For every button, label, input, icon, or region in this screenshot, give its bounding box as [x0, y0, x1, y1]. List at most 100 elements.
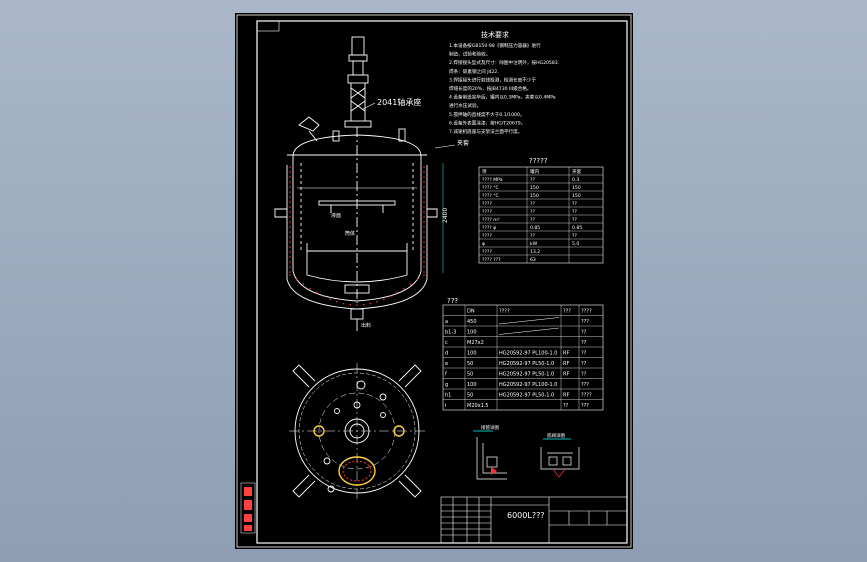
hatch-dot — [289, 191, 291, 193]
nozzle-table-cell: RF — [563, 372, 569, 378]
spec-table-title: ????? — [529, 157, 548, 165]
hatch-dot — [423, 271, 425, 273]
tech-line: 7.减速机底座与支架法兰面平行度。 — [449, 128, 522, 135]
spec-table-cell: 150 — [530, 185, 539, 191]
hatch-dot — [316, 291, 318, 294]
nozzle-table-cell: d — [445, 351, 448, 357]
tech-line: 3.焊接接头进行射线检测，检测长度不少于 — [449, 76, 536, 83]
spec-table-cell: ???? ??? — [482, 257, 501, 263]
jacket-hatch — [289, 166, 425, 306]
nozzle-table-cell: HG20592-97 PL100-1.0 — [499, 382, 557, 388]
spec-table-cell: ?? — [530, 201, 535, 207]
nozzle-table-cell: ???? — [499, 309, 510, 315]
hatch-dot — [416, 278, 419, 281]
hatch-dot — [423, 266, 425, 268]
hatch-dot — [369, 302, 372, 305]
hatch-dot — [409, 283, 412, 286]
nozzle-table-cell: ??? — [581, 403, 589, 409]
nozzle-table-cell: 50 — [467, 372, 473, 378]
spec-table-cell: ???? °C — [482, 185, 499, 191]
tech-line: 焊条：碳素钢之间 J422. — [449, 68, 499, 75]
hatch-dot — [289, 226, 291, 228]
hatch-dot — [362, 303, 365, 306]
hatch-dot — [289, 246, 291, 248]
cad-drawing: 2041轴承座 夹套 液面 筒体 2400 出料 — [236, 14, 632, 548]
hatch-dot — [302, 283, 305, 286]
hatch-dot — [423, 216, 425, 218]
hatch-dot — [289, 241, 291, 243]
nozzle-table-cell: RF — [563, 351, 569, 357]
detail-a — [473, 430, 507, 480]
nozzle-table-cell: ??? — [563, 309, 571, 315]
tech-line: 焊缝长度的20%，按JB4730 III级合格。 — [449, 85, 531, 92]
spec-table-cell: ?? — [530, 217, 535, 223]
spec-table-cell: 0.85 — [530, 225, 540, 231]
hatch-dot — [289, 274, 291, 276]
hatch-dot — [423, 176, 425, 178]
spec-table-cell: 0.3 — [572, 177, 579, 183]
nozzle-table-cell: M27x2 — [467, 340, 484, 346]
hatch-dot — [289, 176, 291, 178]
liquid-label: 液面 — [331, 212, 341, 219]
hatch-dot — [403, 287, 405, 290]
hatch-dot — [423, 196, 425, 198]
detail-b — [540, 438, 580, 478]
hatch-dot — [289, 251, 291, 253]
hatch-dot — [289, 181, 291, 183]
hatch-dot — [423, 191, 425, 193]
tech-line: 1.本设备按GB150-98《钢制压力容器》进行 — [449, 42, 541, 49]
hatch-dot — [349, 303, 352, 306]
nozzle-table-cell: ?? — [563, 403, 569, 409]
spec-table-cell: 5.0 — [572, 241, 579, 247]
hatch-dot — [329, 298, 331, 301]
spec-table-cell: 夹套 — [572, 168, 582, 175]
hatch-dot — [383, 298, 385, 301]
nozzle-table-cell: DN — [467, 309, 475, 315]
nozzle-table-cell: ???? — [581, 309, 592, 315]
hatch-dot — [423, 181, 425, 183]
nozzle-table-cell: h1 — [445, 393, 451, 399]
hatch-dot — [389, 295, 392, 298]
nozzle-table-cell: 100 — [467, 351, 477, 357]
hatch-dot — [423, 211, 425, 213]
hatch-dot — [289, 231, 291, 233]
nozzle-table-cell: ?? — [581, 361, 587, 367]
tech-line: 5.搅拌轴的直线度不大于0.1/1000。 — [449, 111, 524, 118]
hatch-dot — [423, 201, 425, 203]
hatch-dot — [289, 256, 291, 258]
hatch-dot — [289, 196, 291, 198]
tech-line: 制造、试验和验收。 — [449, 51, 490, 58]
hatch-dot — [289, 201, 291, 203]
nozzle-table-cell: i — [445, 403, 446, 409]
hatch-dot — [423, 246, 425, 248]
nozzle-table-cell: 450 — [467, 319, 477, 325]
tech-heading: 技术要求 — [481, 30, 509, 39]
spec-table-cell: ?? — [572, 233, 577, 239]
nozzle-table-title: ??? — [447, 297, 458, 305]
hatch-dot — [423, 236, 425, 238]
drawing-name: 6000L??? — [507, 511, 545, 520]
hatch-dot — [356, 304, 358, 306]
hatch-dot — [423, 261, 425, 263]
hatch-dot — [289, 211, 291, 213]
hatch-dot — [423, 226, 425, 228]
hatch-dot — [289, 221, 291, 223]
nozzle-table-strike — [498, 317, 560, 325]
drawing-viewport[interactable]: 2041轴承座 夹套 液面 筒体 2400 出料 — [235, 13, 633, 549]
hatch-dot — [423, 256, 425, 258]
nozzle-table-cell: 100 — [467, 330, 477, 336]
height-dim: 2400 — [442, 208, 449, 223]
nozzle-table-cell: 50 — [467, 393, 473, 399]
spec-table-cell: ?? — [572, 209, 577, 215]
hatch-dot — [309, 287, 311, 290]
spec-table-cell: ???? MPa — [482, 177, 503, 183]
spec-table-cell: ???? — [482, 209, 492, 215]
elevation-labels: 2041轴承座 夹套 液面 筒体 2400 出料 — [331, 97, 469, 329]
nozzle-table-cell: HG20592-97 PL50-1.0 — [499, 393, 554, 399]
spec-table-cell: 13.2 — [530, 249, 540, 255]
tech-requirements: 技术要求 1.本设备按GB150-98《钢制压力容器》进行 制造、试验和验收。2… — [449, 30, 559, 135]
title-block — [440, 496, 628, 544]
hatch-dot — [289, 166, 291, 168]
